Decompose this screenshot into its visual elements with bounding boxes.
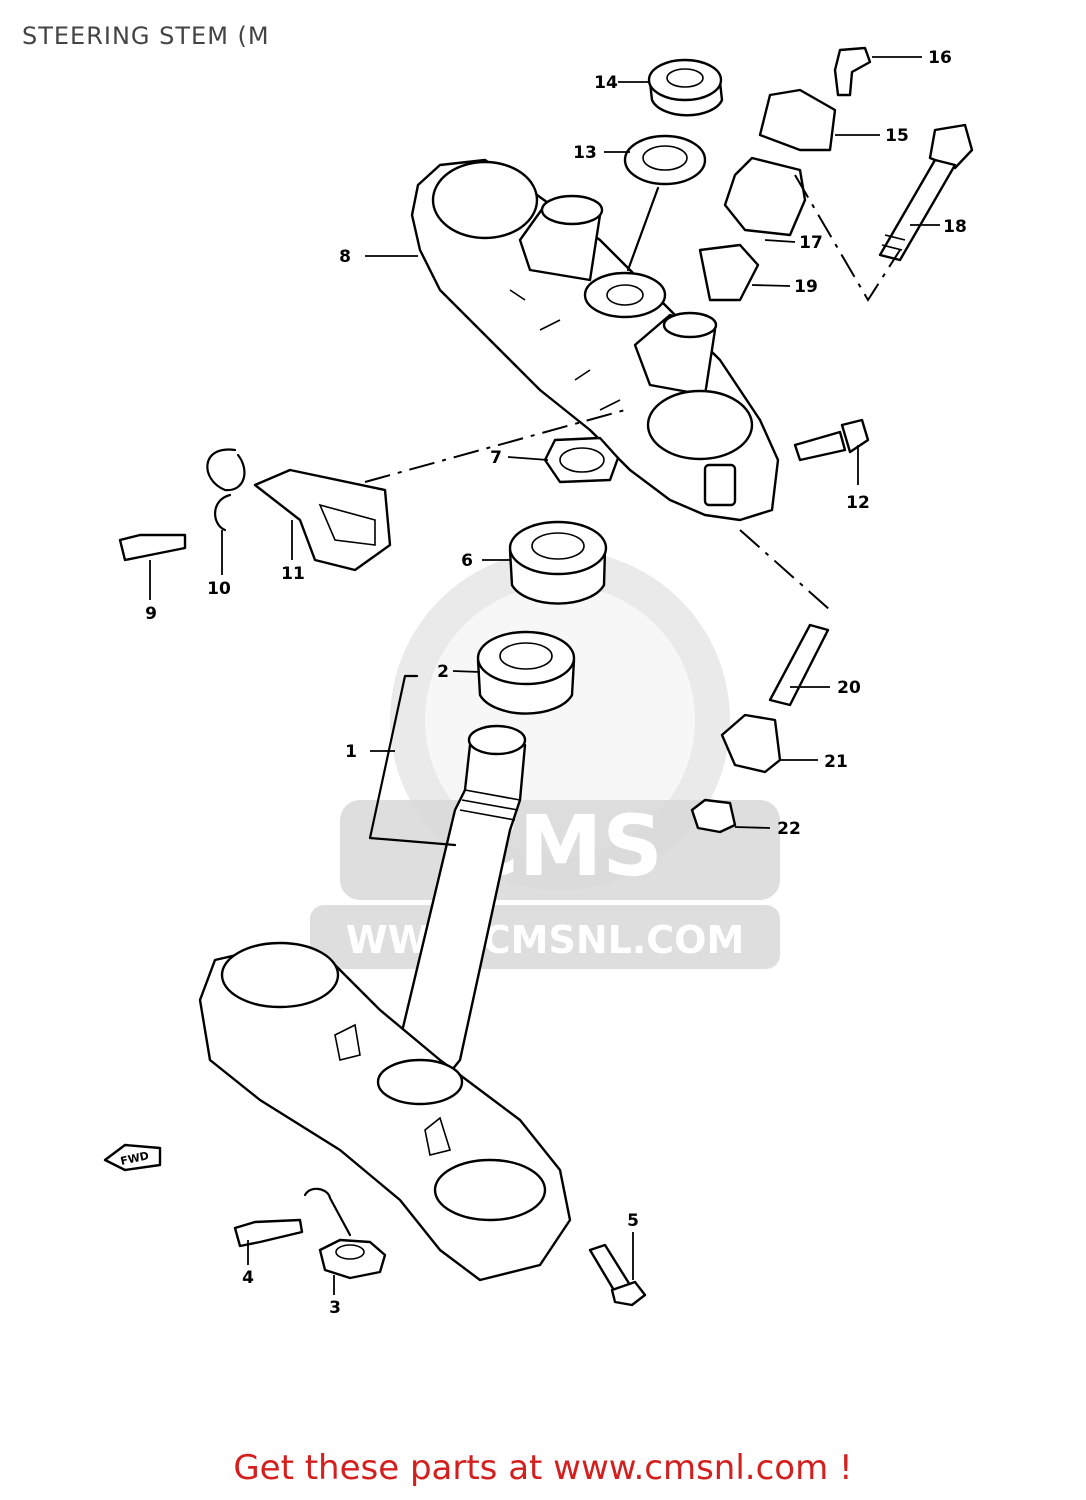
callout-5: 5 — [627, 1211, 639, 1231]
callout-22: 22 — [777, 819, 801, 839]
callout-13: 13 — [573, 143, 597, 163]
bearing-14 — [647, 58, 724, 117]
callout-20: 20 — [837, 678, 861, 698]
bolt-12 — [793, 418, 870, 462]
callout-14: 14 — [594, 73, 618, 93]
callout-4: 4 — [242, 1268, 254, 1288]
bearing-6 — [508, 520, 608, 605]
leader-lines — [149, 56, 940, 1295]
upper-bracket — [410, 158, 780, 522]
front-arrow-icon: FWD — [103, 1143, 162, 1172]
cms-watermark: CMS WWW.CMSNL.COM — [310, 550, 780, 969]
watermark-url: WWW.CMSNL.COM — [346, 918, 745, 962]
callout-12: 12 — [846, 493, 870, 513]
handlebar-holder — [698, 46, 872, 302]
callout-6: 6 — [461, 551, 473, 571]
callout-3: 3 — [329, 1298, 341, 1318]
lower-fasteners — [233, 1187, 647, 1307]
cable-guide — [118, 409, 626, 572]
callout-16: 16 — [928, 48, 952, 68]
callouts: 14 13 16 15 18 17 19 8 7 12 6 9 10 11 2 … — [145, 48, 967, 1318]
callout-11: 11 — [281, 564, 305, 584]
seal-13 — [623, 134, 707, 272]
callout-2: 2 — [437, 662, 449, 682]
bearing-2 — [476, 630, 576, 715]
steering-stem — [198, 674, 572, 1282]
callout-10: 10 — [207, 579, 231, 599]
bolt-18 — [794, 123, 974, 302]
callout-18: 18 — [943, 217, 967, 237]
footer-link[interactable]: Get these parts at www.cmsnl.com ! — [233, 1448, 853, 1488]
nut-7 — [543, 436, 620, 484]
callout-21: 21 — [824, 752, 848, 772]
page-title: STEERING STEM (M — [22, 22, 270, 50]
callout-1: 1 — [345, 742, 357, 762]
callout-8: 8 — [339, 247, 351, 267]
front-marker: FWD — [119, 1149, 150, 1168]
callout-9: 9 — [145, 604, 157, 624]
callout-7: 7 — [490, 448, 502, 468]
callout-15: 15 — [885, 126, 909, 146]
callout-17: 17 — [799, 233, 823, 253]
callout-19: 19 — [794, 277, 818, 297]
